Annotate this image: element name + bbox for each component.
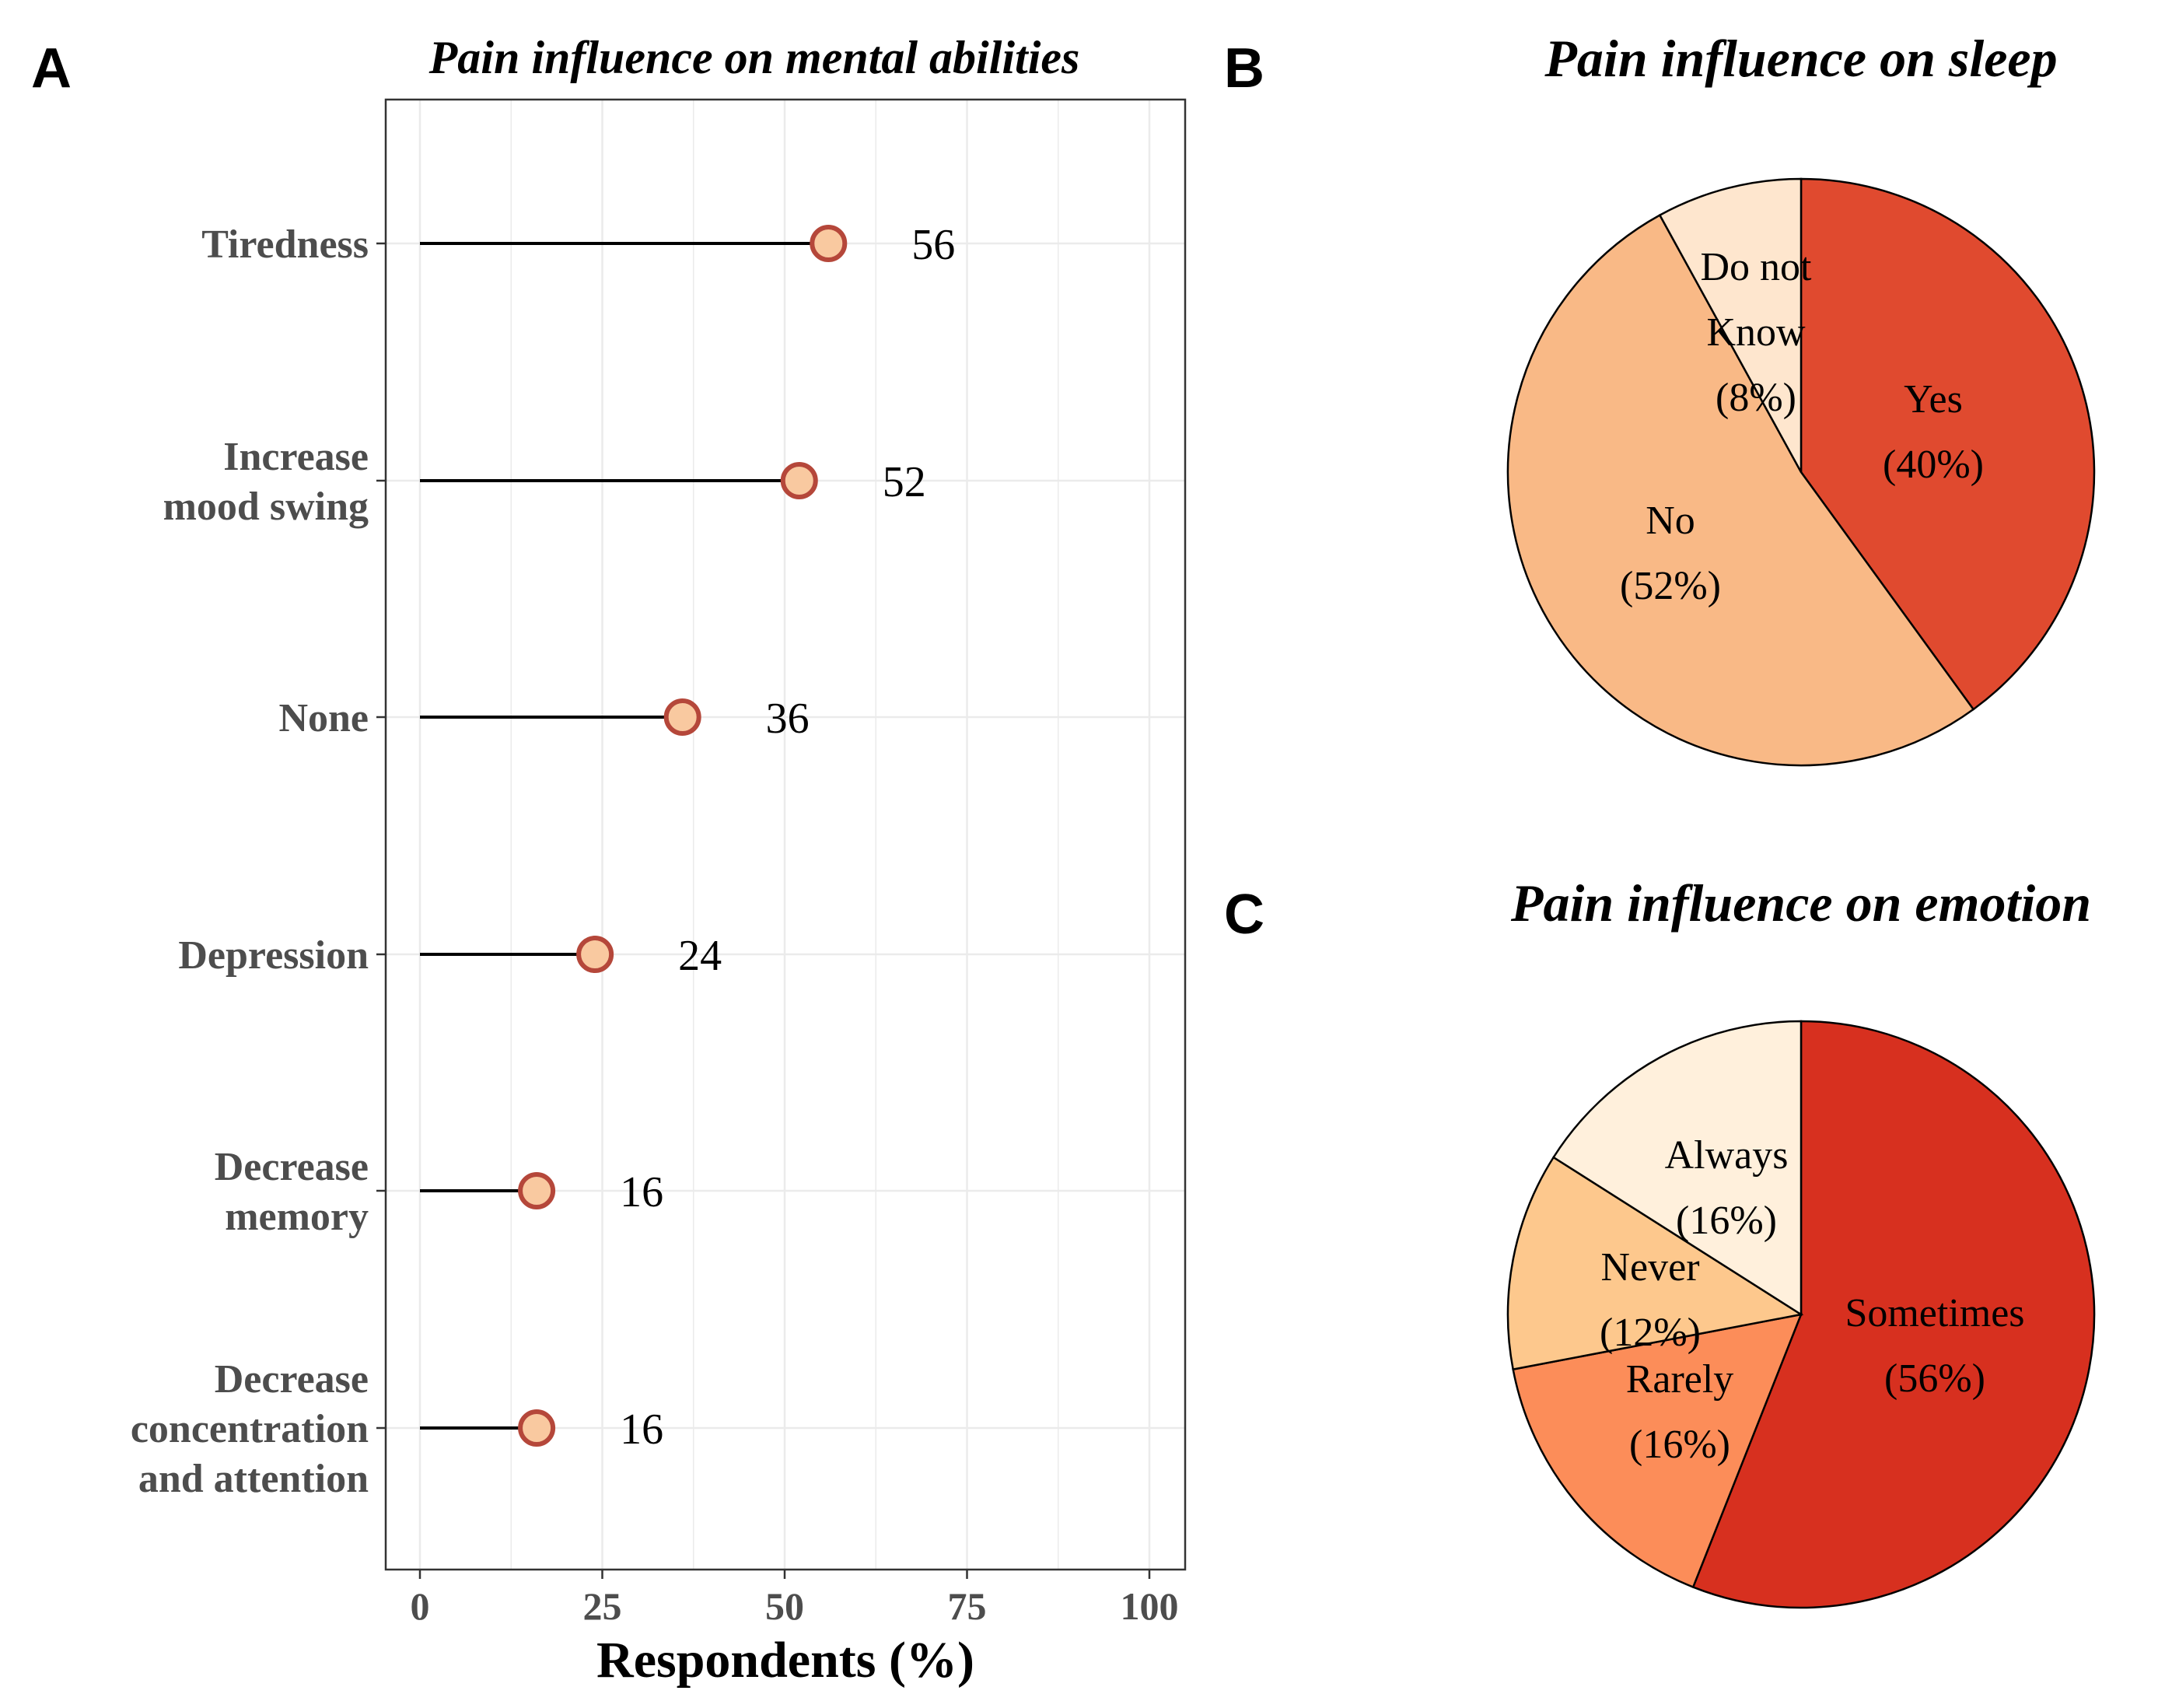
category-label: memory	[225, 1195, 369, 1239]
pie-slice	[1658, 177, 1803, 473]
lollipop-marks: 56 52 36 24 16 16	[420, 221, 955, 1454]
pie-slice	[1800, 177, 2096, 711]
value-label: 36	[766, 695, 810, 743]
value-label: 56	[911, 221, 955, 269]
x-axis-title: Respondents (%)	[596, 1632, 974, 1689]
panel-a-lollipop-chart: A Pain influence on mental abilities 0 25…	[31, 32, 1187, 1689]
slice-label: Rarely	[1626, 1357, 1734, 1402]
category-label: Decrease	[215, 1357, 369, 1402]
slice-label: (52%)	[1620, 564, 1721, 608]
slice-label: Do not	[1701, 245, 1813, 289]
slice-label: (8%)	[1716, 376, 1796, 420]
pie-slice	[1506, 213, 1975, 767]
slice-label: (16%)	[1676, 1199, 1777, 1243]
value-label: 16	[620, 1405, 663, 1454]
lollipop-dot	[810, 225, 848, 262]
category-label: concentration	[131, 1407, 369, 1451]
lollipop-dot	[576, 936, 614, 973]
grid-lines	[386, 100, 1185, 1570]
category-label: mood swing	[163, 485, 369, 529]
x-tick-label: 50	[765, 1584, 804, 1628]
category-label: Decrease	[215, 1145, 369, 1189]
slice-label: Know	[1706, 310, 1806, 355]
category-label: and attention	[138, 1457, 369, 1501]
x-tick-label: 75	[948, 1584, 987, 1628]
panel-letter-c: C	[1224, 884, 1264, 946]
panel-b-pie-chart: B Pain influence on sleep Yes (40%) No (52%…	[1224, 29, 2096, 767]
slice-label: Always	[1665, 1133, 1789, 1178]
pie-slice	[1512, 1313, 1803, 1589]
x-tick-label: 0	[411, 1584, 430, 1628]
panel-letter-b: B	[1224, 37, 1264, 100]
slice-label: (12%)	[1600, 1311, 1701, 1355]
lollipop-dot	[663, 698, 701, 736]
pie-emotion: Sometimes(56%)Rarely(16%)Never(12%)Alway…	[1506, 1020, 2096, 1609]
category-label: Increase	[223, 435, 369, 479]
lollipop-dot	[518, 1409, 556, 1447]
pie-slice	[1506, 1156, 1804, 1371]
x-tick-label: 100	[1121, 1584, 1179, 1628]
pie-slice	[1551, 1020, 1803, 1317]
value-label: 52	[883, 458, 926, 506]
category-label: None	[278, 696, 369, 740]
panel-c-pie-chart: C Pain influence on emotion Sometimes (56…	[1224, 873, 2096, 1609]
slice-label: No	[1646, 499, 1695, 543]
chart-title-b: Pain influence on sleep	[1544, 29, 2057, 88]
slice-label: Yes	[1904, 377, 1963, 422]
slice-label: (56%)	[1884, 1356, 1985, 1401]
chart-title-c: Pain influence on emotion	[1510, 873, 2091, 933]
slice-label: (16%)	[1629, 1423, 1730, 1467]
x-tick-label: 25	[583, 1584, 622, 1628]
slice-label: Never	[1600, 1245, 1699, 1290]
category-label: Depression	[178, 933, 369, 978]
slice-label: (40%)	[1883, 443, 1984, 487]
category-label: Tiredness	[201, 222, 369, 267]
slice-label: Sometimes	[1845, 1291, 2024, 1335]
value-label: 24	[678, 932, 722, 980]
pie-slice	[1691, 1020, 2096, 1609]
value-label: 16	[620, 1168, 663, 1216]
panel-letter-a: A	[31, 37, 72, 100]
lollipop-dot	[780, 462, 818, 499]
chart-title-a: Pain influence on mental abilities	[428, 32, 1080, 83]
lollipop-dot	[518, 1172, 556, 1209]
